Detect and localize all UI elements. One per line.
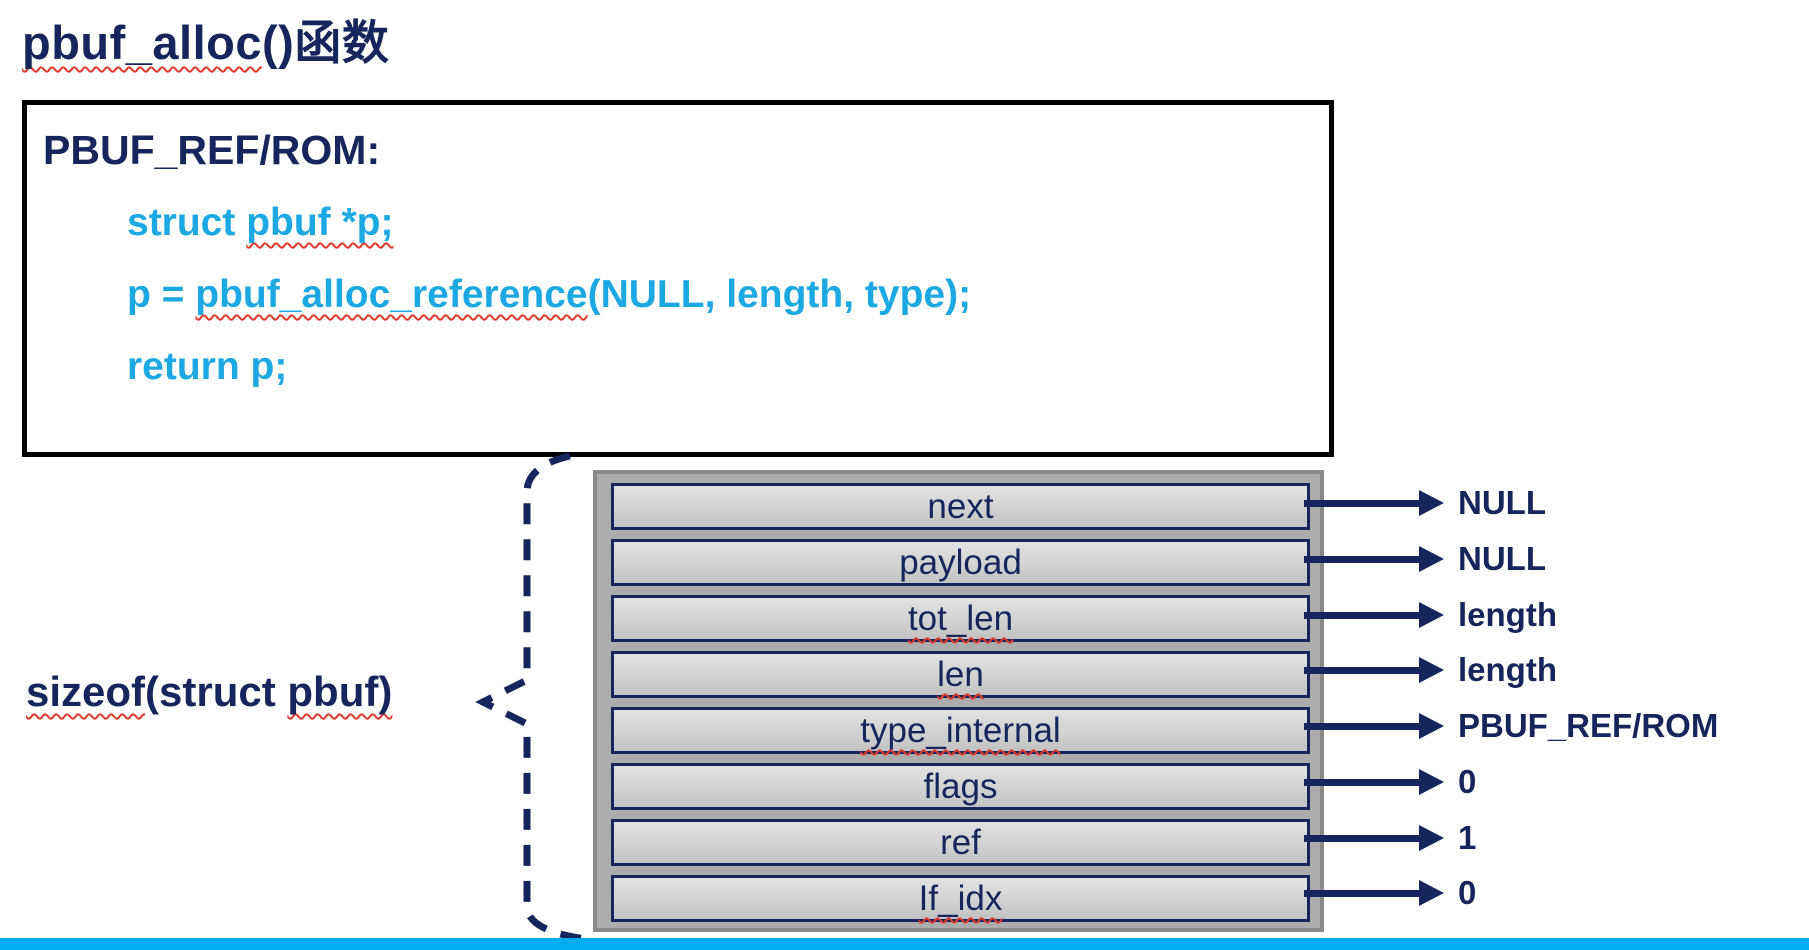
arrow-line xyxy=(1304,555,1419,563)
struct-row-next: next xyxy=(611,483,1310,530)
value-arrow-if-idx: 0 xyxy=(1304,874,1476,911)
arrowhead-icon xyxy=(1419,769,1444,795)
arrow-line xyxy=(1304,666,1419,674)
arrow-line xyxy=(1304,889,1419,897)
code-line-return: return p; xyxy=(127,345,288,388)
struct-row-if-idx: If_idx xyxy=(611,875,1310,922)
arrowhead-icon xyxy=(1419,602,1444,628)
arrowhead-icon xyxy=(1419,713,1444,739)
value-arrow-tot-len: length xyxy=(1304,596,1557,633)
value-label: NULL xyxy=(1458,484,1546,521)
code-line-declare: struct pbuf *p; xyxy=(127,201,394,244)
sizeof-label: sizeof(struct pbuf) xyxy=(26,668,393,715)
value-arrow-type-internal: PBUF_REF/ROM xyxy=(1304,707,1718,744)
code-heading: PBUF_REF/ROM: xyxy=(43,127,381,173)
value-arrow-ref: 1 xyxy=(1304,819,1476,856)
arrow-line xyxy=(1304,611,1419,619)
arrow-line xyxy=(1304,834,1419,842)
arrowhead-icon xyxy=(1419,490,1444,516)
value-arrow-len: length xyxy=(1304,651,1557,688)
bottom-accent-bar xyxy=(0,938,1809,950)
title-cjk: 函数 xyxy=(294,16,390,69)
struct-row-payload: payload xyxy=(611,539,1310,586)
value-label: 1 xyxy=(1458,819,1477,856)
value-label: length xyxy=(1458,651,1557,688)
arrowhead-icon xyxy=(1419,546,1444,572)
arrow-line xyxy=(1304,722,1419,730)
value-arrow-flags: 0 xyxy=(1304,763,1476,800)
struct-row-flags: flags xyxy=(611,763,1310,810)
value-label: length xyxy=(1458,596,1557,633)
value-label: 0 xyxy=(1458,874,1477,911)
code-line-alloc: p = pbuf_alloc_reference(NULL, length, t… xyxy=(127,273,972,316)
curly-brace-icon xyxy=(475,452,587,943)
struct-row-tot-len: tot_len xyxy=(611,595,1310,642)
page-title: pbuf_alloc()函数 xyxy=(22,4,389,73)
value-label: PBUF_REF/ROM xyxy=(1458,707,1719,744)
value-label: 0 xyxy=(1458,763,1477,800)
pbuf-struct-box: next payload tot_len len type_internal f… xyxy=(593,470,1324,932)
arrowhead-icon xyxy=(1419,657,1444,683)
value-label: NULL xyxy=(1458,540,1546,577)
title-parens: () xyxy=(262,16,295,69)
arrowhead-icon xyxy=(1419,825,1444,851)
value-arrow-payload: NULL xyxy=(1304,540,1546,577)
struct-row-ref: ref xyxy=(611,819,1310,866)
struct-row-type-internal: type_internal xyxy=(611,707,1310,754)
code-box: PBUF_REF/ROM: struct pbuf *p; p = pbuf_a… xyxy=(22,100,1334,457)
arrow-line xyxy=(1304,778,1419,786)
struct-row-len: len xyxy=(611,651,1310,698)
title-code-part: pbuf_alloc xyxy=(22,16,263,69)
value-arrow-next: NULL xyxy=(1304,484,1546,521)
arrowhead-icon xyxy=(1419,880,1444,906)
arrow-line xyxy=(1304,499,1419,507)
